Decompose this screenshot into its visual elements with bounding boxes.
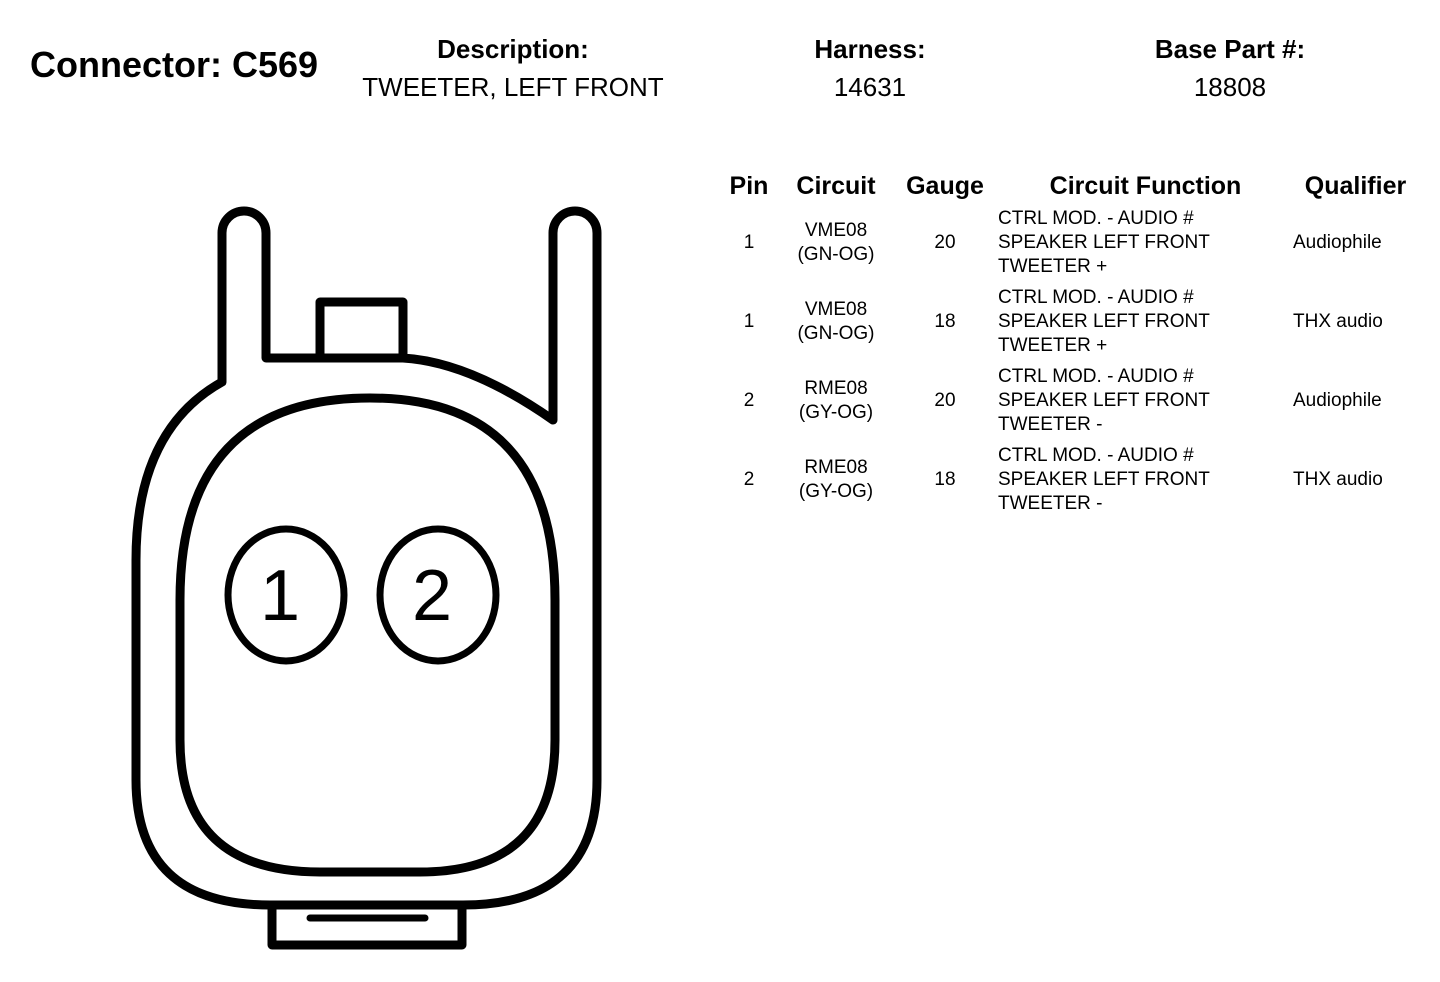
- function-line: CTRL MOD. - AUDIO #: [998, 366, 1194, 387]
- circuit-color: (GY-OG): [798, 481, 874, 502]
- header-qualifier: Qualifier: [1304, 171, 1407, 200]
- function-line: TWEETER -: [998, 414, 1103, 435]
- cell-pin: 1: [743, 232, 755, 253]
- circuit-code: VME08: [804, 299, 868, 320]
- circuit-color: (GY-OG): [798, 402, 874, 423]
- cell-circuit: VME08 (GN-OG): [780, 204, 892, 283]
- table-header-row: Pin Circuit Gauge Circuit Function Quali…: [718, 168, 1418, 204]
- cell-gauge: 20: [934, 232, 956, 253]
- cell-circuit: RME08 (GY-OG): [780, 362, 892, 441]
- description-value: TWEETER, LEFT FRONT: [362, 72, 664, 102]
- function-line: SPEAKER LEFT FRONT: [998, 390, 1210, 411]
- cell-circuit-function: CTRL MOD. - AUDIO # SPEAKER LEFT FRONT T…: [998, 441, 1293, 520]
- circuit-code: RME08: [804, 378, 868, 399]
- function-line: CTRL MOD. - AUDIO #: [998, 287, 1194, 308]
- cell-qualifier: THX audio: [1293, 469, 1383, 490]
- table-row: 2 RME08 (GY-OG) 18 CTRL MOD. - AUDIO # S…: [718, 441, 1418, 520]
- header-gauge: Gauge: [906, 171, 984, 200]
- cell-circuit-function: CTRL MOD. - AUDIO # SPEAKER LEFT FRONT T…: [998, 362, 1293, 441]
- function-line: SPEAKER LEFT FRONT: [998, 232, 1210, 253]
- function-line: SPEAKER LEFT FRONT: [998, 469, 1210, 490]
- function-line: SPEAKER LEFT FRONT: [998, 311, 1210, 332]
- circuit-color: (GN-OG): [797, 323, 875, 344]
- cell-gauge: 18: [934, 469, 956, 490]
- header-circuit: Circuit: [796, 171, 876, 200]
- header-pin: Pin: [729, 171, 769, 200]
- cell-qualifier: Audiophile: [1293, 390, 1382, 411]
- pin-number-1: 1: [260, 556, 300, 636]
- cell-qualifier: THX audio: [1293, 311, 1383, 332]
- base-part-value: 18808: [1193, 72, 1267, 102]
- cell-circuit: VME08 (GN-OG): [780, 283, 892, 362]
- function-line: TWEETER -: [998, 493, 1103, 514]
- circuit-code: VME08: [804, 220, 868, 241]
- table-row: 1 VME08 (GN-OG) 18 CTRL MOD. - AUDIO # S…: [718, 283, 1418, 362]
- harness-label: Harness:: [814, 34, 926, 64]
- cell-pin: 2: [743, 390, 755, 411]
- base-part-block: Base Part #: 18808: [1130, 34, 1330, 102]
- pin-cavity-2: [376, 525, 500, 665]
- connector-bottom-latch: [267, 900, 467, 950]
- cell-circuit-function: CTRL MOD. - AUDIO # SPEAKER LEFT FRONT T…: [998, 283, 1293, 362]
- function-line: CTRL MOD. - AUDIO #: [998, 445, 1194, 466]
- header-circuit-function: Circuit Function: [1049, 171, 1242, 200]
- function-line: CTRL MOD. - AUDIO #: [998, 208, 1194, 229]
- harness-block: Harness: 14631: [790, 34, 950, 102]
- connector-title: Connector: C569: [30, 44, 319, 85]
- base-part-label: Base Part #:: [1154, 34, 1306, 64]
- connector-outer-housing: [131, 206, 602, 910]
- cell-qualifier: Audiophile: [1293, 232, 1382, 253]
- cell-circuit-function: CTRL MOD. - AUDIO # SPEAKER LEFT FRONT T…: [998, 204, 1293, 283]
- cell-gauge: 18: [934, 311, 956, 332]
- pin-number-2: 2: [412, 556, 452, 636]
- pin-cavity-1: [224, 525, 348, 665]
- circuit-color: (GN-OG): [797, 244, 875, 265]
- table-row: 2 RME08 (GY-OG) 20 CTRL MOD. - AUDIO # S…: [718, 362, 1418, 441]
- pin-table: Pin Circuit Gauge Circuit Function Quali…: [718, 168, 1418, 520]
- circuit-code: RME08: [804, 457, 868, 478]
- connector-inner-cavity: [175, 393, 560, 877]
- cell-pin: 2: [743, 469, 755, 490]
- harness-value: 14631: [833, 72, 907, 102]
- description-label: Description:: [437, 34, 589, 64]
- cell-pin: 1: [743, 311, 755, 332]
- function-line: TWEETER +: [998, 256, 1108, 277]
- description-block: Description: TWEETER, LEFT FRONT: [352, 34, 674, 102]
- table-row: 1 VME08 (GN-OG) 20 CTRL MOD. - AUDIO # S…: [718, 204, 1418, 283]
- function-line: TWEETER +: [998, 335, 1108, 356]
- cell-gauge: 20: [934, 390, 956, 411]
- cell-circuit: RME08 (GY-OG): [780, 441, 892, 520]
